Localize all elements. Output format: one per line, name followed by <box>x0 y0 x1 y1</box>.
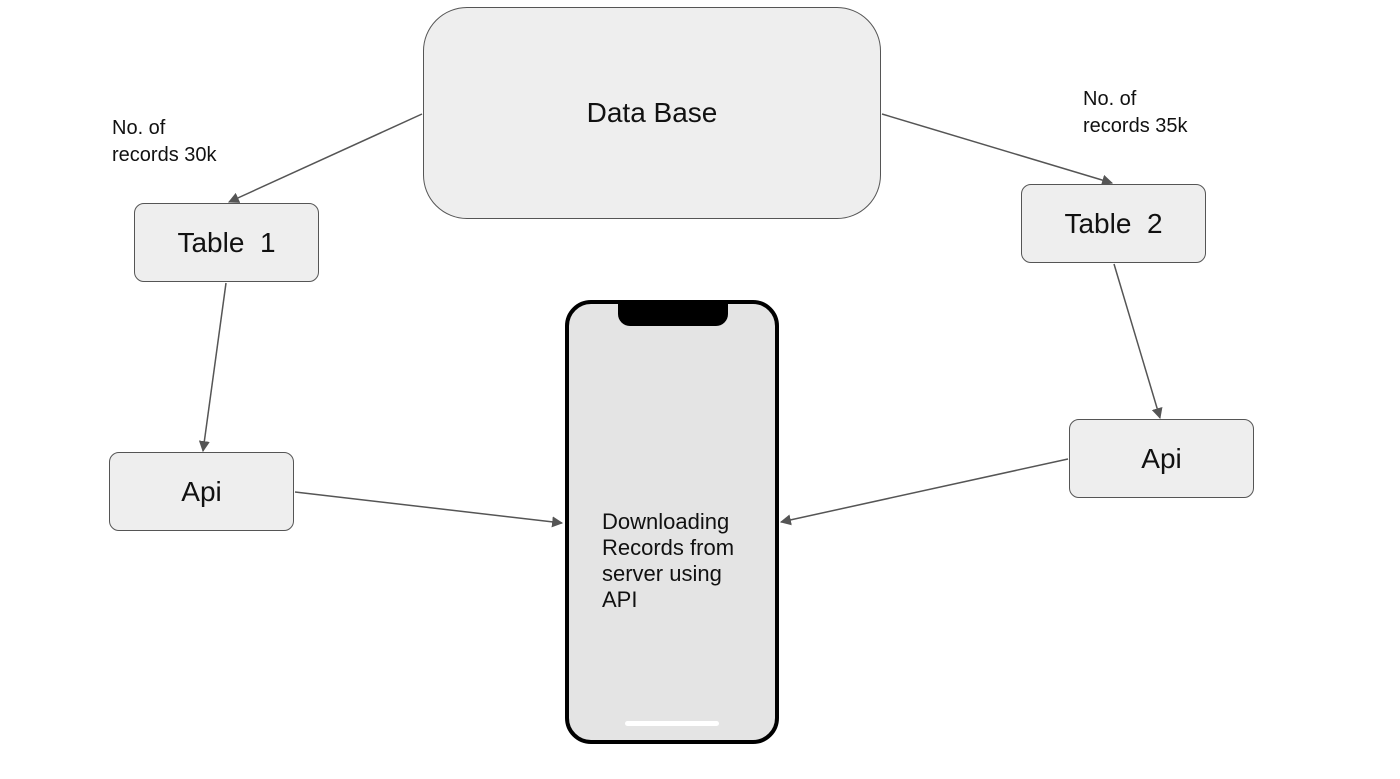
arrow-api2-to-phone <box>779 458 1069 526</box>
table1-label: Table 1 <box>177 226 276 258</box>
table1-record-count-note: No. of records 30k <box>112 117 217 166</box>
table2-record-count-note: No. of records 35k <box>1083 88 1188 137</box>
api1-label: Api <box>181 475 222 507</box>
arrow-table2-to-api2 <box>1113 263 1163 420</box>
arrow-api1-to-phone <box>294 491 564 528</box>
arrow-database-to-table1 <box>227 113 423 203</box>
api2-label: Api <box>1141 442 1182 474</box>
api1-node: Api <box>109 452 294 531</box>
phone-notch <box>618 304 728 326</box>
database-node: Data Base <box>423 7 881 219</box>
smartphone-node: Downloading Records from server using AP… <box>565 300 779 744</box>
database-label: Data Base <box>586 97 718 128</box>
api2-node: Api <box>1069 419 1254 498</box>
table1-node: Table 1 <box>134 203 319 282</box>
arrow-table1-to-api1 <box>198 282 227 453</box>
table2-node: Table 2 <box>1021 184 1206 263</box>
phone-screen-text: Downloading Records from server using AP… <box>602 509 735 612</box>
phone-home-indicator <box>625 721 719 726</box>
arrow-database-to-table2 <box>881 113 1114 186</box>
table2-label: Table 2 <box>1064 207 1163 239</box>
